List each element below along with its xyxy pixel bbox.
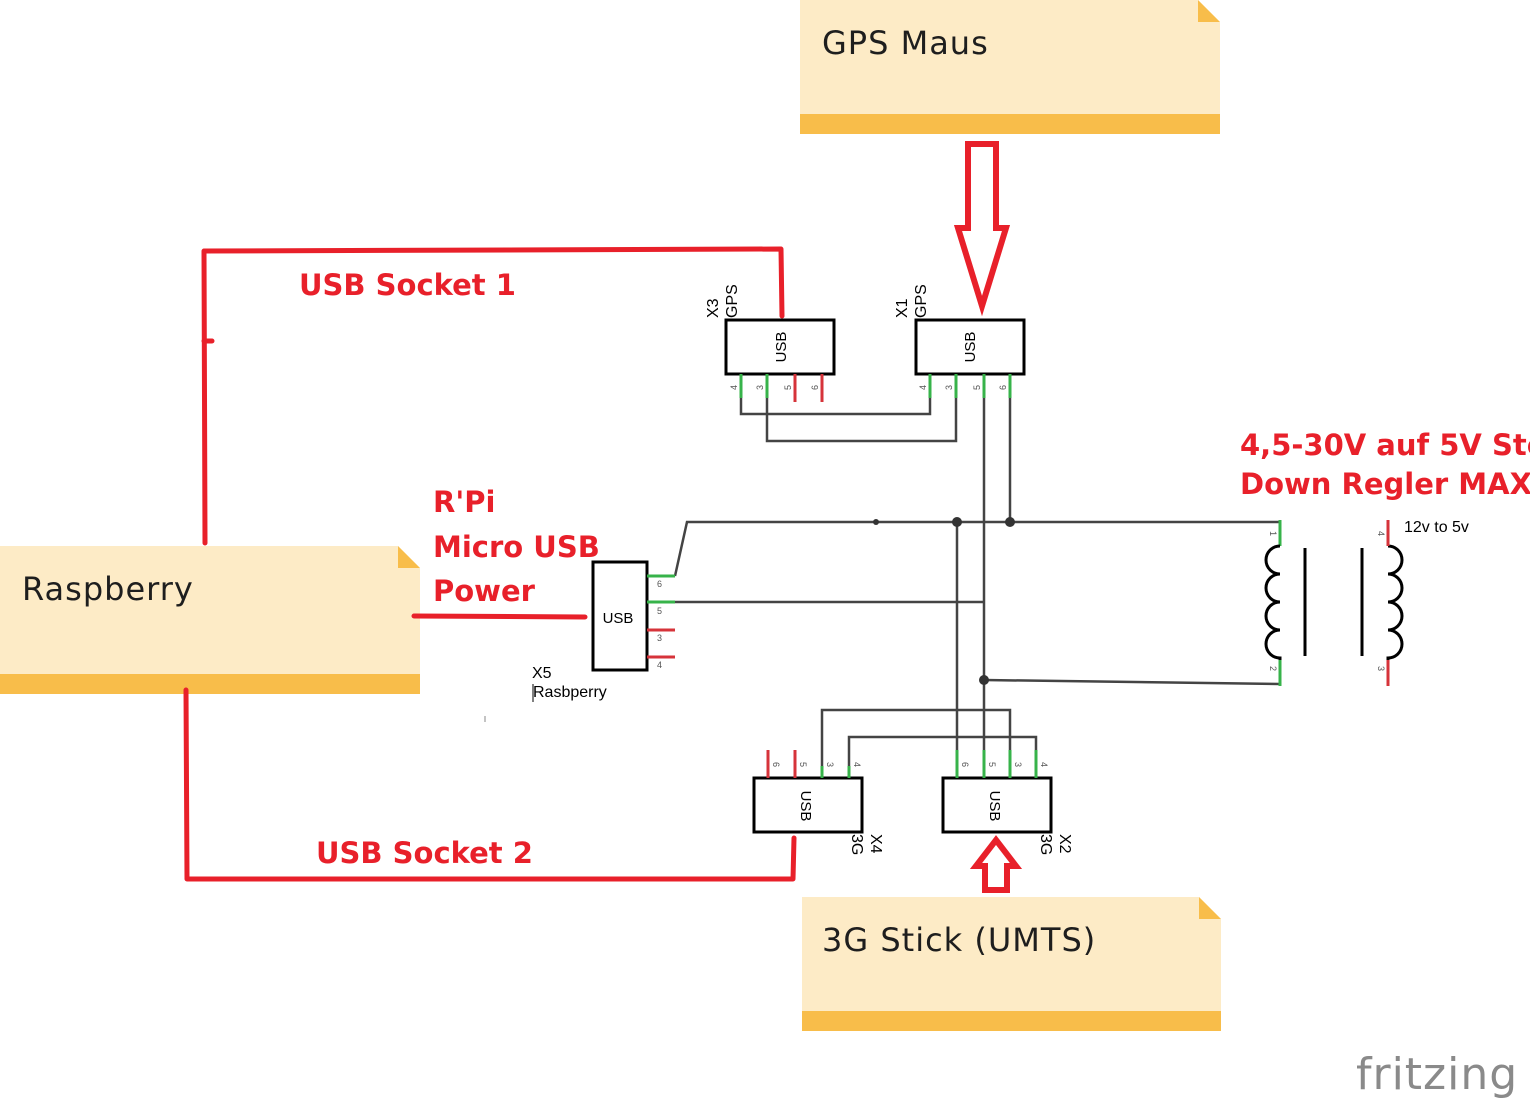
- x5-name-label: Rasbperry: [533, 684, 607, 701]
- wires: [673, 398, 1281, 766]
- note-raspberry-text: Raspberry: [22, 570, 194, 608]
- x2-name-label: 3G: [1037, 834, 1054, 855]
- x5-ref-label: X5: [532, 665, 552, 682]
- x3-pin-label: 4: [729, 385, 739, 390]
- x4-body-label: USB: [797, 791, 814, 822]
- connector-x1[interactable]: USB X1 GPS 4 3 5 6: [894, 284, 1026, 398]
- label-usb-socket-2: USB Socket 2: [316, 836, 533, 870]
- x2-pin-label: 4: [1039, 762, 1049, 767]
- label-rpi-line2: Micro USB: [433, 530, 600, 564]
- x5-body-label: USB: [603, 610, 634, 627]
- connector-x5[interactable]: USB X5 Rasbperry 6 5 3 4: [532, 560, 675, 701]
- red-line-usb-socket-1: [201, 246, 785, 546]
- connector-x3[interactable]: USB X3 GPS 4 3 5 6: [705, 284, 836, 402]
- note-raspberry[interactable]: Raspberry: [0, 546, 420, 694]
- coil-pin-label: 1: [1268, 531, 1278, 536]
- transformer-label: 12v to 5v: [1404, 519, 1469, 536]
- transformer-12v-5v[interactable]: 1 2 4 3: [1264, 520, 1404, 686]
- fritzing-logo: fritzing: [1356, 1049, 1518, 1100]
- note-3g-text: 3G Stick (UMTS): [822, 921, 1096, 959]
- x2-pin-label: 3: [1013, 762, 1023, 767]
- x1-pin-label: 5: [972, 385, 982, 390]
- x1-pin-label: 3: [944, 385, 954, 390]
- x3-pin-label: 6: [810, 385, 820, 390]
- x1-pin-label: 6: [998, 385, 1008, 390]
- x2-ref-label: X2: [1056, 834, 1073, 854]
- x4-pin-label: 4: [852, 762, 862, 767]
- arrow-down-gps: [953, 141, 1011, 317]
- x3-body-label: USB: [773, 332, 790, 363]
- red-line-usb-socket-2: [183, 687, 797, 882]
- x5-pin-label: 3: [657, 633, 662, 643]
- x5-pin-label: 6: [657, 579, 662, 589]
- connector-x2[interactable]: USB X2 3G 6 5 3 4: [941, 750, 1073, 855]
- note-gps-maus[interactable]: GPS Maus: [800, 0, 1220, 134]
- x1-pin-label: 4: [918, 385, 928, 390]
- coil-pin-label: 3: [1376, 666, 1386, 671]
- label-regulator-line2: Down Regler MAX 8A: [1240, 467, 1530, 501]
- x3-ref-label: X3: [705, 298, 722, 318]
- x3-pin-label: 3: [755, 385, 765, 390]
- x1-name-label: GPS: [913, 284, 930, 318]
- label-usb-socket-1: USB Socket 1: [299, 268, 516, 302]
- coil-pin-label: 2: [1268, 666, 1278, 671]
- arrow-up-3g: [969, 835, 1023, 893]
- x2-pin-label: 6: [960, 762, 970, 767]
- x4-pin-label: 5: [798, 762, 808, 767]
- junction-dots: [873, 517, 1015, 685]
- x4-pin-label: 3: [825, 762, 835, 767]
- x2-pin-label: 5: [987, 762, 997, 767]
- x4-name-label: 3G: [848, 834, 865, 855]
- x3-name-label: GPS: [724, 284, 741, 318]
- coil-pin-label: 4: [1376, 531, 1386, 536]
- x1-ref-label: X1: [894, 298, 911, 318]
- note-gps-text: GPS Maus: [822, 24, 989, 62]
- x3-pin-label: 5: [783, 385, 793, 390]
- connector-x4[interactable]: USB X4 3G 6 5 3 4: [752, 750, 884, 855]
- x5-pin-label: 5: [657, 606, 662, 616]
- x5-pin-label: 4: [657, 660, 662, 670]
- label-rpi-line1: R'Pi: [433, 485, 495, 519]
- note-3g-stick[interactable]: 3G Stick (UMTS): [802, 897, 1221, 1031]
- x2-body-label: USB: [986, 791, 1003, 822]
- x1-body-label: USB: [962, 332, 979, 363]
- label-regulator-line1: 4,5-30V auf 5V Step: [1240, 428, 1530, 462]
- red-line-rpi-power: [411, 613, 588, 620]
- x4-ref-label: X4: [867, 834, 884, 854]
- x4-pin-label: 6: [771, 762, 781, 767]
- label-rpi-line3: Power: [433, 574, 536, 608]
